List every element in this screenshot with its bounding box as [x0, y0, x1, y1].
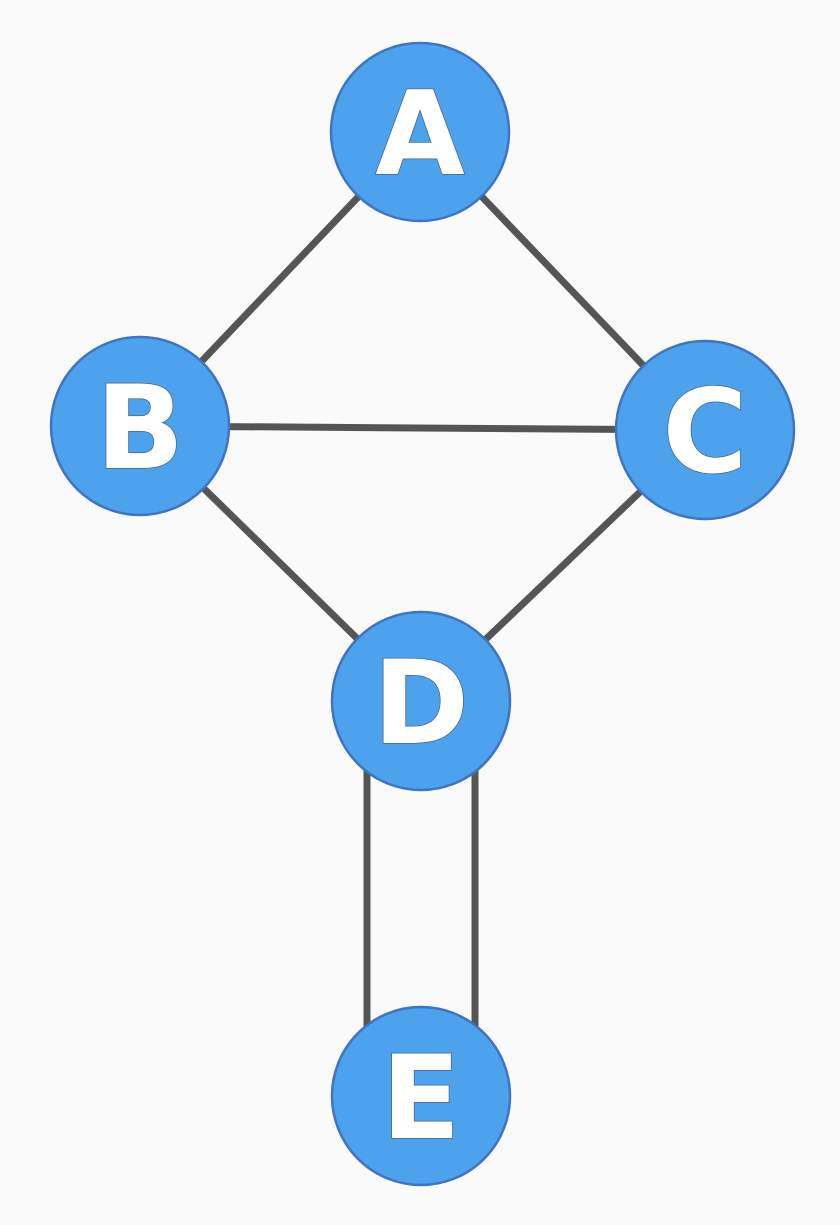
node-circle-D [330, 610, 512, 792]
node-label-B: B [96, 361, 184, 496]
node-A: A [329, 41, 511, 223]
node-B: B [49, 335, 231, 517]
node-circle-C [614, 339, 796, 521]
node-C: C [614, 339, 796, 521]
node-circle-E [330, 1005, 512, 1187]
edge-B-C [136, 422, 709, 434]
node-label-E: E [381, 1031, 460, 1166]
node-D: D [330, 610, 512, 792]
node-E: E [330, 1005, 512, 1187]
node-label-C: C [662, 365, 747, 500]
node-circle-B [49, 335, 231, 517]
node-label-D: D [373, 636, 469, 771]
node-circle-A [329, 41, 511, 223]
node-label-A: A [375, 67, 465, 202]
